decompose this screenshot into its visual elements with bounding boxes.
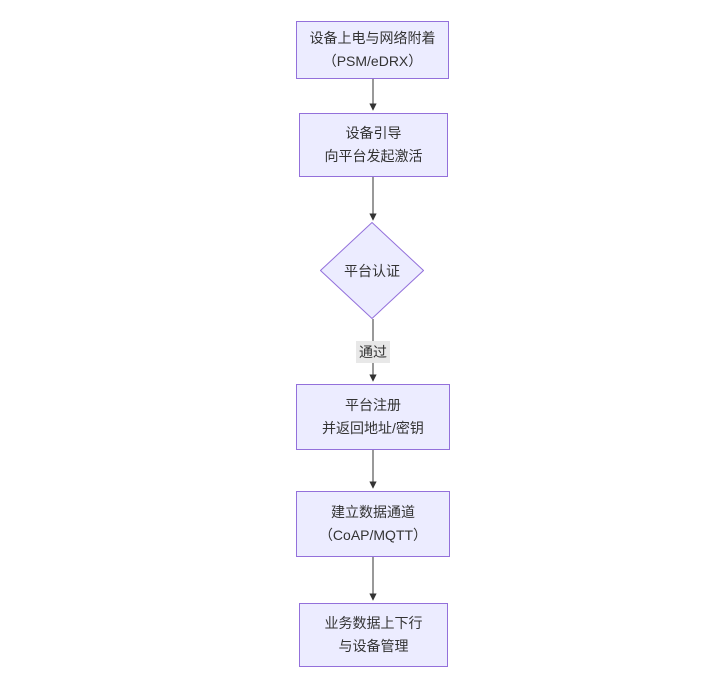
node-data-channel: 建立数据通道 （CoAP/MQTT） (296, 491, 450, 557)
node-text: 业务数据上下行 (324, 615, 423, 631)
node-text: 与设备管理 (338, 638, 409, 654)
node-text: 建立数据通道 (331, 504, 415, 520)
edge-label-pass: 通过 (356, 341, 390, 363)
node-platform-auth: 平台认证 (320, 222, 424, 319)
node-text: 平台注册 (345, 397, 401, 413)
node-platform-register: 平台注册 并返回地址/密钥 (296, 384, 450, 450)
diamond-shape (320, 222, 424, 319)
diamond-outline (320, 222, 424, 319)
node-text: 平台认证 (344, 262, 400, 279)
node-business-data: 业务数据上下行 与设备管理 (299, 603, 448, 667)
node-text: 设备引导 (345, 125, 402, 141)
node-power-network-attach: 设备上电与网络附着 （PSM/eDRX） (296, 21, 449, 79)
node-text: （PSM/eDRX） (322, 53, 423, 69)
node-text: 向平台发起激活 (324, 148, 423, 164)
node-text: （CoAP/MQTT） (318, 527, 428, 543)
node-text: 并返回地址/密钥 (322, 420, 424, 436)
node-device-bootstrap: 设备引导 向平台发起激活 (299, 113, 448, 177)
node-text: 设备上电与网络附着 (309, 30, 436, 46)
